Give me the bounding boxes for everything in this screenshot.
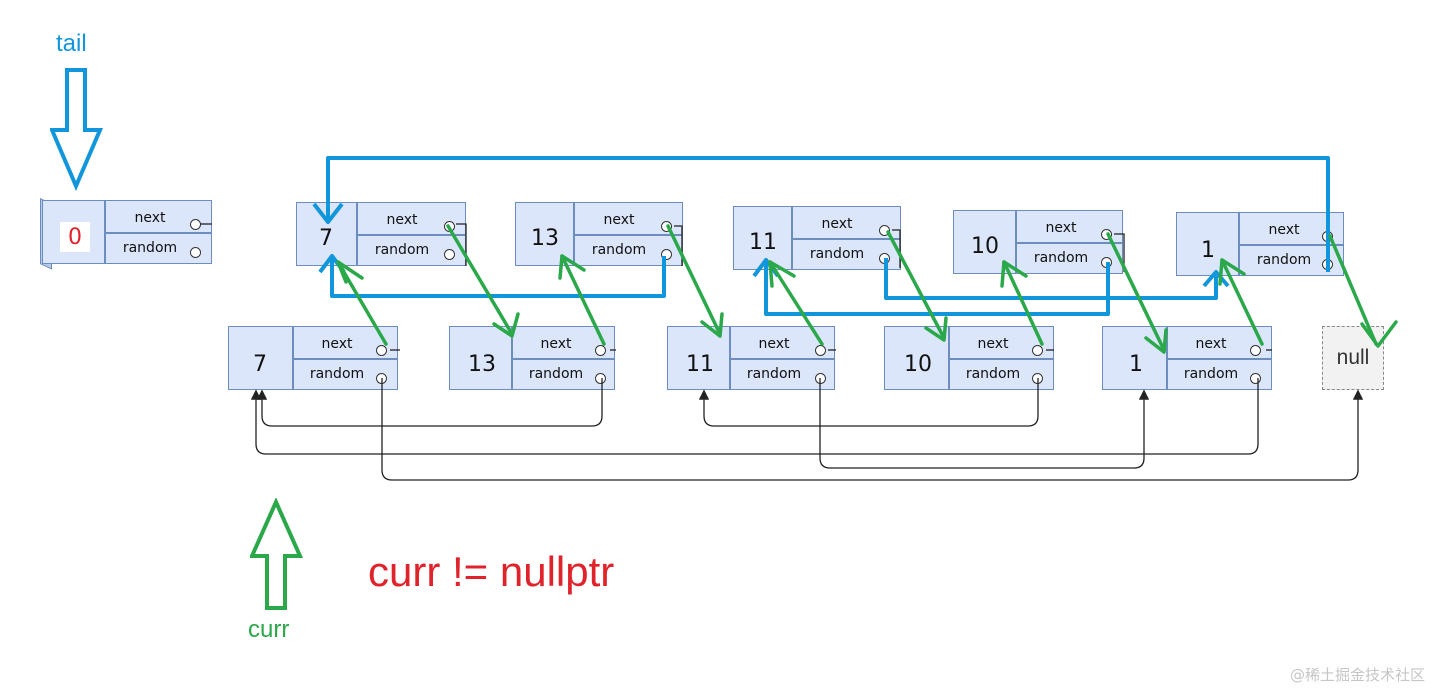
next-pointer-dot <box>1250 345 1261 356</box>
copied-node-value: 10 <box>971 233 999 259</box>
original-node: 7 next random <box>228 326 398 390</box>
original-node: 1 next random <box>1102 326 1272 390</box>
original-node: 11 next random <box>667 326 835 390</box>
next-pointer-dot <box>879 225 890 236</box>
next-field-label: next <box>134 210 166 226</box>
next-field-label: next <box>977 336 1009 352</box>
random-field-label: random <box>591 242 647 258</box>
copied-node-value: 1 <box>1201 237 1215 263</box>
random-pointer-dot <box>190 247 201 258</box>
next-field-label: next <box>603 212 635 228</box>
copied-node-value: 13 <box>531 225 559 251</box>
original-node: 10 next random <box>884 326 1054 390</box>
original-node: 13 next random <box>449 326 615 390</box>
original-random-links <box>200 223 1364 481</box>
next-pointer-dot <box>376 345 387 356</box>
copied-node: 10 next random <box>953 210 1123 274</box>
next-field-label: next <box>758 336 790 352</box>
traversal-links <box>336 224 1398 354</box>
random-pointer-dot <box>1250 373 1261 384</box>
dummy-node: 0 next random <box>40 198 212 270</box>
next-field-label: next <box>1045 220 1077 236</box>
next-field-label: next <box>1268 222 1300 238</box>
random-field-label: random <box>122 240 178 256</box>
original-node-value: 11 <box>686 351 714 377</box>
curr-arrow <box>250 498 304 610</box>
random-field-label: random <box>309 366 365 382</box>
copied-node-value: 7 <box>319 225 333 251</box>
random-field-label: random <box>965 366 1021 382</box>
copied-list-links <box>312 156 1330 316</box>
curr-label: curr <box>248 616 290 643</box>
original-node-value: 1 <box>1129 351 1143 377</box>
random-field-label: random <box>1256 252 1312 268</box>
copied-node: 13 next random <box>515 202 683 266</box>
copied-node-value: 11 <box>749 229 777 255</box>
copied-node: 1 next random <box>1176 212 1344 276</box>
original-node-value: 7 <box>253 351 267 377</box>
random-field-label: random <box>1033 250 1089 266</box>
dummy-value: 0 <box>60 222 90 252</box>
original-node-value: 13 <box>468 351 496 377</box>
next-pointer-dot <box>815 345 826 356</box>
random-field-label: random <box>1183 366 1239 382</box>
next-field-label: next <box>386 212 418 228</box>
watermark: @稀土掘金技术社区 <box>1289 666 1425 684</box>
tail-label: tail <box>56 30 87 57</box>
random-pointer-dot <box>661 249 672 260</box>
random-field-label: random <box>809 246 865 262</box>
tail-arrow <box>50 68 104 192</box>
loop-condition: curr != nullptr <box>368 548 615 595</box>
random-pointer-dot <box>595 373 606 384</box>
next-pointer-dot <box>1032 345 1043 356</box>
random-field-label: random <box>374 242 430 258</box>
next-pointer-dot <box>595 345 606 356</box>
random-field-label: random <box>746 366 802 382</box>
next-field-label: next <box>321 336 353 352</box>
random-pointer-dot <box>444 249 455 260</box>
next-field-label: next <box>1195 336 1227 352</box>
next-field-label: next <box>540 336 572 352</box>
random-field-label: random <box>528 366 584 382</box>
original-node-value: 10 <box>904 351 932 377</box>
next-field-label: next <box>821 216 853 232</box>
